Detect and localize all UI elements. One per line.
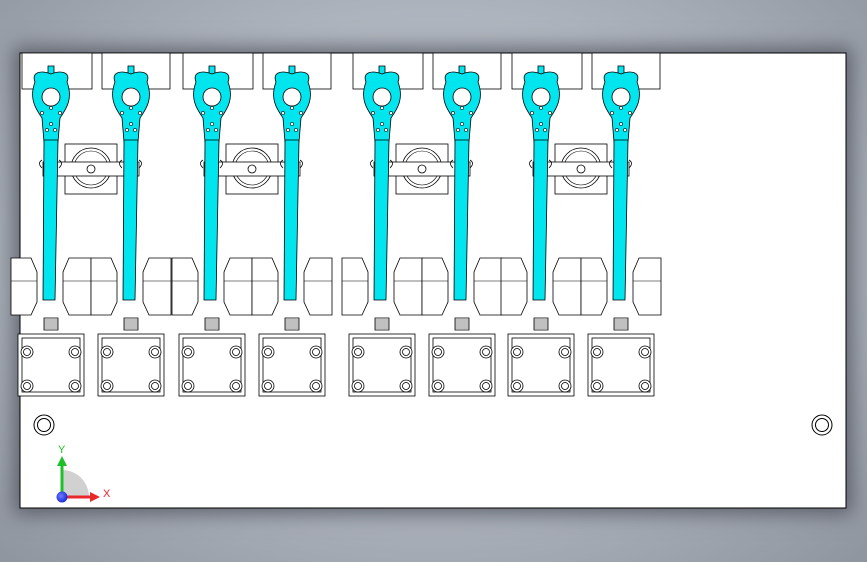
v-block-clamp[interactable] [10, 257, 92, 316]
coordinate-triad: Y X [56, 444, 111, 503]
mounting-hole-right[interactable] [811, 414, 833, 436]
connecting-rod-part[interactable] [522, 65, 560, 301]
v-block-clamp[interactable] [251, 257, 333, 316]
x-axis-label: X [103, 488, 111, 500]
fixture-station[interactable] [500, 52, 662, 397]
triad-plane-icon [62, 470, 89, 497]
y-axis-label: Y [58, 444, 66, 456]
connecting-rod-part[interactable] [273, 65, 311, 301]
connecting-rod-part[interactable] [32, 65, 70, 301]
fixture-station[interactable] [341, 52, 503, 397]
v-block-clamp[interactable] [500, 257, 582, 316]
v-block-clamp[interactable] [421, 257, 503, 316]
center-clamp[interactable] [203, 143, 301, 195]
y-axis-arrowhead-icon [57, 456, 67, 466]
cylinder-block[interactable] [428, 317, 496, 397]
cylinder-block[interactable] [348, 317, 416, 397]
v-block-clamp[interactable] [341, 257, 423, 316]
fixture-station[interactable] [10, 52, 172, 397]
center-clamp[interactable] [532, 143, 630, 195]
connecting-rod-part[interactable] [363, 65, 401, 301]
connecting-rod-part[interactable] [112, 65, 150, 301]
cylinder-block[interactable] [507, 317, 575, 397]
center-clamp[interactable] [42, 143, 140, 195]
cylinder-block[interactable] [258, 317, 326, 397]
v-block-clamp[interactable] [580, 257, 662, 316]
cylinder-block[interactable] [97, 317, 165, 397]
v-block-clamp[interactable] [90, 257, 172, 316]
x-axis-arrowhead-icon [90, 492, 100, 502]
fixture-stations [10, 52, 662, 397]
cylinder-block[interactable] [587, 317, 655, 397]
connecting-rod-part[interactable] [443, 65, 481, 301]
fixture-station[interactable] [171, 52, 333, 397]
mounting-hole-left[interactable] [33, 414, 55, 436]
z-axis-ball-icon [56, 491, 68, 503]
v-block-clamp[interactable] [171, 257, 253, 316]
center-clamp[interactable] [373, 143, 471, 195]
connecting-rod-part[interactable] [602, 65, 640, 301]
connecting-rod-part[interactable] [193, 65, 231, 301]
cylinder-block[interactable] [17, 317, 85, 397]
cylinder-block[interactable] [178, 317, 246, 397]
